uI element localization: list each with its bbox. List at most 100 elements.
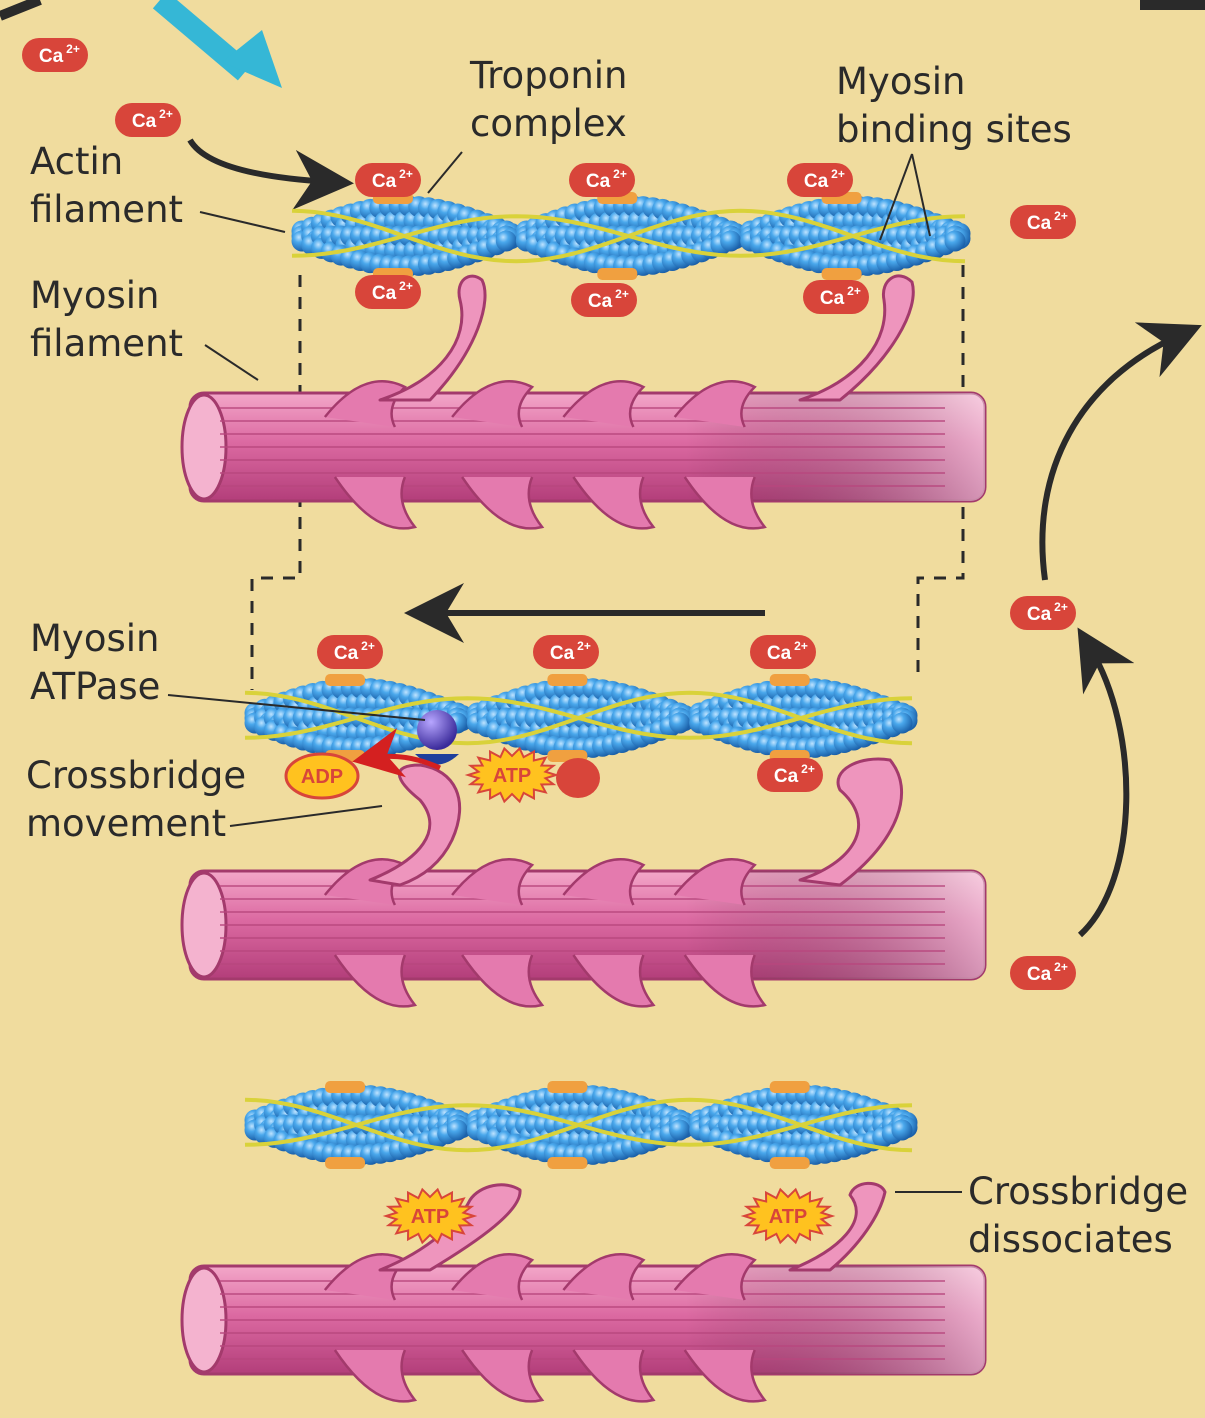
actin-bead <box>447 1120 468 1141</box>
atp-label: ATP <box>769 1206 808 1228</box>
calcium-ion-label: Ca <box>804 171 829 192</box>
calcium-ion: Ca2+ <box>115 103 181 137</box>
actin-filament-contracted <box>245 674 918 762</box>
crossbridge-dissociates-label-line1: Crossbridge <box>968 1168 1188 1216</box>
troponin-complex <box>547 1157 587 1169</box>
calcium-ion-charge: 2+ <box>361 639 375 653</box>
atpase-label-line1: Myosin <box>30 615 159 663</box>
myosin-filament-label-line2: filament <box>30 320 183 368</box>
calcium-ion-charge: 2+ <box>1054 960 1068 974</box>
calcium-ion-label: Ca <box>550 643 575 664</box>
calcium-ion-label: Ca <box>767 643 792 664</box>
calcium-ion-label: Ca <box>1027 213 1052 234</box>
myosin-head-lobe <box>335 1350 415 1401</box>
atp-molecule: ATP <box>468 748 556 801</box>
calcium-ion-charge: 2+ <box>159 107 173 121</box>
calcium-ion-charge: 2+ <box>399 279 413 293</box>
crossbridge-movement-label-line1: Crossbridge <box>26 752 246 800</box>
myosin-rod-end <box>182 395 226 499</box>
adp-molecule: ADP <box>286 754 358 798</box>
calcium-ion-label: Ca <box>820 288 845 309</box>
troponin-complex <box>597 268 637 280</box>
calcium-ion-label: Ca <box>1027 604 1052 625</box>
calcium-ion: Ca2+ <box>355 163 421 197</box>
actin-bead <box>669 713 690 734</box>
myosin-head-lobe <box>462 955 542 1006</box>
calcium-ion-charge: 2+ <box>1054 209 1068 223</box>
atpase-label-line2: ATPase <box>30 663 160 711</box>
calcium-ion-label: Ca <box>372 171 397 192</box>
myosin-head-lobe <box>335 955 415 1006</box>
calcium-ion-charge: 2+ <box>613 167 627 181</box>
troponin-complex <box>770 1081 810 1093</box>
calcium-ion-charge: 2+ <box>801 762 815 776</box>
calcium-ion-charge: 2+ <box>831 167 845 181</box>
binding-sites-label-line2: binding sites <box>836 106 1072 154</box>
actin-label-line2: filament <box>30 186 183 234</box>
myosin-head-lobe <box>573 955 653 1006</box>
myosin-head-lobe <box>573 1350 653 1401</box>
arrow-cyan-head <box>222 30 282 88</box>
actin-filament-dissociated <box>245 1081 918 1169</box>
troponin-complex <box>822 268 862 280</box>
troponin-complex <box>325 674 365 686</box>
actin-bead <box>945 231 966 252</box>
myosin-filament-contracted <box>182 859 985 1006</box>
calcium-ion-label: Ca <box>39 46 64 67</box>
myosin-head-lobe <box>685 955 765 1006</box>
calcium-release-arrow <box>1042 335 1180 580</box>
atp-label: ATP <box>411 1206 450 1228</box>
crossbridge-movement-label-line2: movement <box>26 800 226 848</box>
troponin-label-line2: complex <box>470 100 627 148</box>
calcium-ion-label: Ca <box>774 766 799 787</box>
binding-sites-label-line1: Myosin <box>836 58 965 106</box>
troponin-label-line1: Troponin <box>470 52 628 100</box>
actin-bead <box>892 713 913 734</box>
troponin-complex <box>547 1081 587 1093</box>
calcium-ion-label: Ca <box>372 283 397 304</box>
myosin-filament-label-line1: Myosin <box>30 272 159 320</box>
calcium-ion-charge: 2+ <box>399 167 413 181</box>
troponin-complex <box>325 1157 365 1169</box>
calcium-ion: Ca2+ <box>1010 596 1076 630</box>
calcium-binding-arrow <box>190 140 330 182</box>
myosin-filament-dissociated <box>182 1254 985 1401</box>
calcium-ion-charge: 2+ <box>577 639 591 653</box>
atp-label: ATP <box>493 765 532 787</box>
calcium-ion-label: Ca <box>1027 964 1052 985</box>
calcium-ion-label: Ca <box>334 643 359 664</box>
troponin-complex <box>325 1081 365 1093</box>
actin-bead <box>496 231 517 252</box>
calcium-ion-charge: 2+ <box>615 287 629 301</box>
calcium-ion-label: Ca <box>588 291 613 312</box>
myosin-head-lobe <box>573 477 653 528</box>
calcium-ion-charge: 2+ <box>1054 600 1068 614</box>
arrow-dark-corner <box>0 0 40 16</box>
calcium-reuptake-arrow <box>1080 648 1126 935</box>
calcium-ion: Ca2+ <box>787 163 853 197</box>
myosin-head-lobe <box>462 477 542 528</box>
calcium-ion-label: Ca <box>132 111 157 132</box>
actin-label-line1: Actin <box>30 138 123 186</box>
myosin-head-lobe <box>335 477 415 528</box>
actin-bead <box>669 1120 690 1141</box>
calcium-ion: Ca2+ <box>757 758 823 792</box>
calcium-ion-label: Ca <box>586 171 611 192</box>
myosin-head-lobe <box>685 1350 765 1401</box>
troponin-complex <box>770 1157 810 1169</box>
calcium-ion-charge: 2+ <box>66 42 80 56</box>
myosin-head-lobe <box>462 1350 542 1401</box>
crossbridge-dissociates-label-line2: dissociates <box>968 1216 1173 1264</box>
troponin-complex <box>770 674 810 686</box>
actin-bead <box>720 231 741 252</box>
myosin-rod-end <box>182 873 226 977</box>
